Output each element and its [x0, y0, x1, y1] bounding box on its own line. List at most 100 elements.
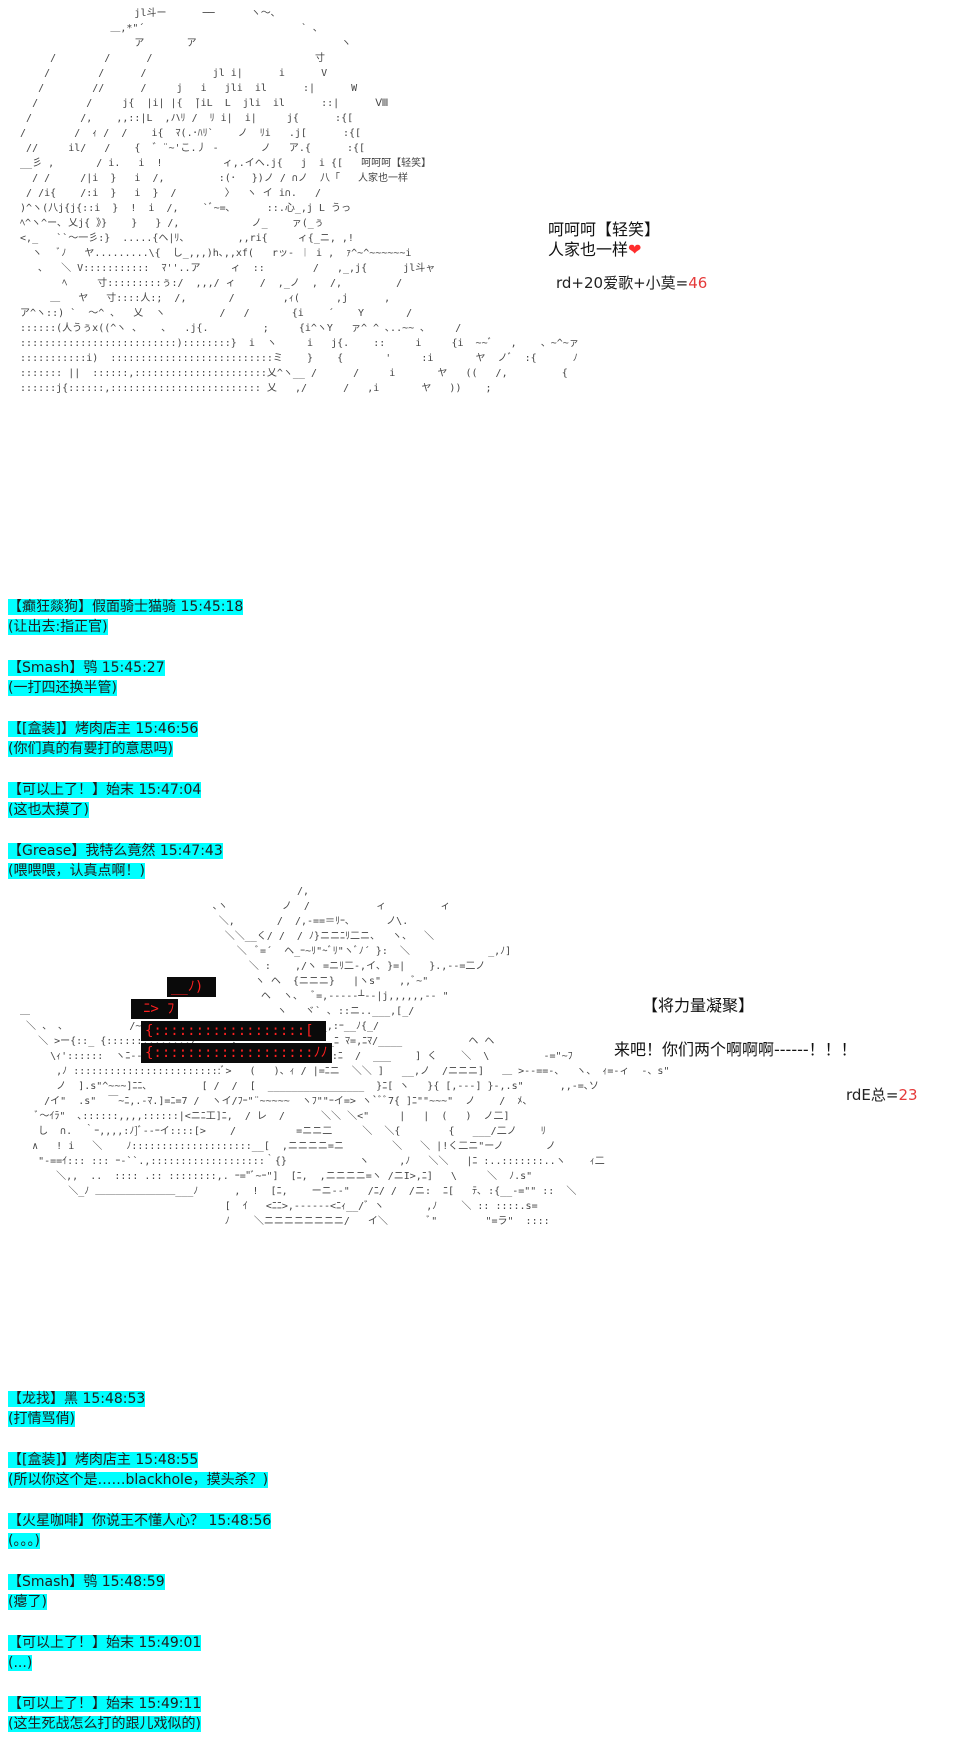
chat-tag: 【可以上了！】 — [8, 1635, 106, 1651]
chat-text: (喂喂喂，认真点啊！) — [8, 863, 145, 879]
chat-header-highlight: 【Grease】我特么竟然 15:47:43 — [8, 843, 223, 859]
chat-message: 【癫狂燚狗】假面骑士猫骑 15:45:18 (让出去:指正官) — [8, 597, 948, 637]
chat-header-highlight: 【[盒装]】烤肉店主 15:46:56 — [8, 721, 199, 737]
rde-stat-value: 23 — [898, 1086, 918, 1104]
chat-message: 【Smash】鸮 15:48:59 (瘪了) — [8, 1572, 948, 1612]
chat-header: 【Smash】鸮 15:48:59 — [8, 1572, 948, 1592]
ascii-art-bottom: /, ､ヽ ノ / ィ ィ ＼, / /,-==＝ﾘｰ､ ノ\. ＼＼__く/ … — [20, 886, 670, 1227]
heart-icon: ❤ — [628, 240, 642, 259]
rd-stat-line: rd+20爱歌+小莫=46 — [556, 272, 707, 293]
chat-header-highlight: 【龙找】黑 15:48:53 — [8, 1391, 146, 1407]
chat-header-highlight: 【可以上了！】始末 15:49:11 — [8, 1696, 202, 1712]
chat-tag: 【癫狂燚狗】 — [8, 599, 92, 615]
chat-timestamp: 15:46:56 — [135, 721, 199, 737]
chat-message: 【火星咖啡】你说王不懂人心？ 15:48:56 (。。。) — [8, 1511, 948, 1551]
chat-username: 鸮 — [83, 1574, 98, 1590]
chat-header-highlight: 【Smash】鸮 15:48:59 — [8, 1574, 165, 1590]
speech-bottom-line2: 来吧！你们两个啊啊啊------！！！ — [614, 1040, 857, 1059]
chat-header: 【癫狂燚狗】假面骑士猫骑 15:45:18 — [8, 597, 948, 617]
chat-body: (喂喂喂，认真点啊！) — [8, 861, 948, 881]
chat-text: (打情骂俏) — [8, 1411, 75, 1427]
chat-tag: 【[盒装]】 — [8, 1452, 75, 1468]
chat-header-highlight: 【可以上了！】始末 15:47:04 — [8, 782, 202, 798]
chat-message: 【Smash】鸮 15:45:27 (一打四还换半管) — [8, 658, 948, 698]
chat-header: 【[盒装]】烤肉店主 15:46:56 — [8, 719, 948, 739]
chat-tag: 【[盒装]】 — [8, 721, 75, 737]
chat-message: 【[盒装]】烤肉店主 15:46:56 (你们真的有要打的意思吗) — [8, 719, 948, 759]
chat-timestamp: 15:49:01 — [138, 1635, 202, 1651]
chat-text: (这生死战怎么打的跟儿戏似的) — [8, 1716, 201, 1732]
chat-username: 我特么竟然 — [85, 843, 156, 859]
chat-body: (所以你这个是……blackhole，摸头杀？) — [8, 1470, 948, 1490]
chat-text: (。。。) — [8, 1533, 40, 1549]
rde-stat-prefix: rdE总= — [846, 1086, 899, 1104]
chat-username: 烤肉店主 — [74, 1452, 131, 1468]
chat-text: (让出去:指正官) — [8, 619, 108, 635]
speech-top-line2-wrap: 人家也一样❤ — [548, 240, 660, 260]
chat-body: (一打四还换半管) — [8, 678, 948, 698]
chat-tag: 【Smash】 — [8, 660, 84, 676]
rd-stat-value: 46 — [688, 274, 708, 292]
chat-header: 【火星咖啡】你说王不懂人心？ 15:48:56 — [8, 1511, 948, 1531]
redbox-line1: __ﾉ) — [167, 977, 216, 997]
chat-header-highlight: 【火星咖啡】你说王不懂人心？ 15:48:56 — [8, 1513, 272, 1529]
chat-timestamp: 15:47:04 — [138, 782, 202, 798]
chat-message: 【可以上了！】始末 15:49:11 (这生死战怎么打的跟儿戏似的) — [8, 1694, 948, 1734]
chat-tag: 【火星咖啡】 — [8, 1513, 92, 1529]
chat-body: (...) — [8, 1653, 948, 1673]
chat-text: (这也太摸了) — [8, 802, 89, 818]
chat-timestamp: 15:45:18 — [180, 599, 244, 615]
chat-log-2: 【龙找】黑 15:48:53 (打情骂俏) 【[盒装]】烤肉店主 15:48:55 (… — [8, 1389, 948, 1755]
chat-body: (你们真的有要打的意思吗) — [8, 739, 948, 759]
chat-username: 烤肉店主 — [74, 721, 131, 737]
chat-text: (你们真的有要打的意思吗) — [8, 741, 173, 757]
rd-stat-prefix: rd+20爱歌+小莫= — [556, 274, 689, 292]
speech-top: 呵呵呵【轻笑】 人家也一样❤ — [548, 220, 660, 260]
chat-header: 【Smash】鸮 15:45:27 — [8, 658, 948, 678]
chat-header: 【可以上了！】始末 15:49:01 — [8, 1633, 948, 1653]
chat-username: 始末 — [106, 782, 134, 798]
speech-top-line1: 呵呵呵【轻笑】 — [548, 220, 661, 239]
chat-header-highlight: 【癫狂燚狗】假面骑士猫骑 15:45:18 — [8, 599, 244, 615]
redbox-line3: {::::::::::::::::::[ — [141, 1021, 327, 1041]
chat-timestamp: 15:48:53 — [82, 1391, 146, 1407]
chat-text: (瘪了) — [8, 1594, 47, 1610]
chat-text: (...) — [8, 1655, 33, 1671]
chat-message: 【Grease】我特么竟然 15:47:43 (喂喂喂，认真点啊！) — [8, 841, 948, 881]
chat-header: 【Grease】我特么竟然 15:47:43 — [8, 841, 948, 861]
chat-text: (所以你这个是……blackhole，摸头杀？) — [8, 1472, 269, 1488]
chat-timestamp: 15:48:55 — [135, 1452, 199, 1468]
chat-timestamp: 15:49:11 — [138, 1696, 202, 1712]
redbox-line4: {:::::::::::::::::::ﾉﾉ — [141, 1043, 332, 1063]
chat-timestamp: 15:48:56 — [208, 1513, 272, 1529]
chat-header: 【可以上了！】始末 15:47:04 — [8, 780, 948, 800]
chat-body: (这生死战怎么打的跟儿戏似的) — [8, 1714, 948, 1734]
chat-tag: 【龙找】 — [8, 1391, 64, 1407]
chat-log-1: 【癫狂燚狗】假面骑士猫骑 15:45:18 (让出去:指正官) 【Smash】鸮 1… — [8, 597, 948, 902]
chat-timestamp: 15:48:59 — [101, 1574, 165, 1590]
chat-username: 鸮 — [83, 660, 98, 676]
chat-text: (一打四还换半管) — [8, 680, 117, 696]
chat-message: 【可以上了！】始末 15:47:04 (这也太摸了) — [8, 780, 948, 820]
rde-stat-line: rdE总=23 — [846, 1084, 918, 1105]
chat-message: 【龙找】黑 15:48:53 (打情骂俏) — [8, 1389, 948, 1429]
ascii-art-top: jl斗ー ── ヽ〜､ ＿,*"´ ` ､ ア ア ヽ / / / 寸 / / — [20, 8, 579, 394]
chat-tag: 【Smash】 — [8, 1574, 84, 1590]
chat-body: (让出去:指正官) — [8, 617, 948, 637]
chat-header: 【可以上了！】始末 15:49:11 — [8, 1694, 948, 1714]
chat-body: (这也太摸了) — [8, 800, 948, 820]
speech-bottom-line1: 【将力量凝聚】 — [642, 996, 755, 1015]
chat-body: (。。。) — [8, 1531, 948, 1551]
chat-username: 假面骑士猫骑 — [92, 599, 176, 615]
chat-tag: 【Grease】 — [8, 843, 86, 859]
chat-username: 黑 — [64, 1391, 78, 1407]
chat-timestamp: 15:47:43 — [159, 843, 223, 859]
chat-body: (打情骂俏) — [8, 1409, 948, 1429]
chat-tag: 【可以上了！】 — [8, 782, 106, 798]
chat-header-highlight: 【可以上了！】始末 15:49:01 — [8, 1635, 202, 1651]
chat-header-highlight: 【[盒装]】烤肉店主 15:48:55 — [8, 1452, 199, 1468]
chat-header-highlight: 【Smash】鸮 15:45:27 — [8, 660, 165, 676]
chat-username: 你说王不懂人心？ — [92, 1513, 204, 1529]
chat-body: (瘪了) — [8, 1592, 948, 1612]
chat-tag: 【可以上了！】 — [8, 1696, 106, 1712]
